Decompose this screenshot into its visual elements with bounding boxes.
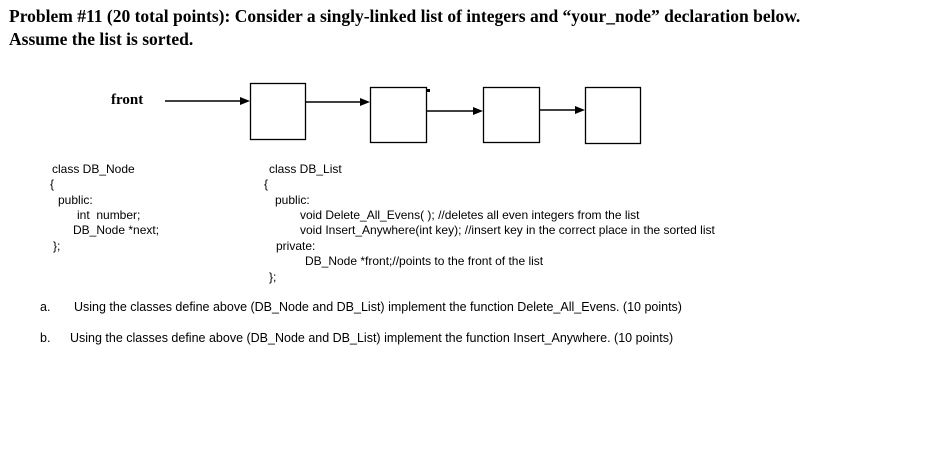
node-link-arrow-3 [540, 106, 585, 114]
problem-statement-line2: Assume the list is sorted. [9, 29, 194, 49]
db-node-public-label: public: [58, 193, 93, 207]
db-list-method-insert-anywhere: void Insert_Anywhere(int key); //insert … [300, 223, 715, 237]
db-list-class-header: class DB_List [269, 162, 342, 176]
question-b-label: b. [40, 331, 51, 345]
list-node-1 [249, 82, 307, 141]
db-node-member-next: DB_Node *next; [73, 223, 160, 237]
front-label: front [111, 92, 144, 108]
question-a-label: a. [40, 300, 51, 314]
db-list-close-brace: }; [269, 270, 277, 284]
front-arrow [165, 97, 250, 105]
db-node-member-number: int number; [77, 208, 141, 222]
db-node-class-header: class DB_Node [52, 162, 135, 176]
node-dot-marker [427, 89, 430, 92]
node-link-arrow-1 [306, 98, 370, 106]
db-list-private-label: private: [276, 239, 316, 253]
problem-statement-line1: Problem #11 (20 total points): Consider … [9, 6, 801, 26]
question-b-text: Using the classes define above (DB_Node … [70, 331, 674, 345]
list-node-4 [584, 86, 642, 145]
list-node-2 [369, 86, 428, 144]
list-node-3 [482, 86, 541, 144]
db-list-open-brace: { [264, 177, 269, 191]
db-list-method-delete-all-evens: void Delete_All_Evens( ); //deletes all … [300, 208, 640, 222]
node-link-arrow-2 [427, 107, 483, 115]
question-a-text: Using the classes define above (DB_Node … [74, 300, 682, 314]
db-list-member-front: DB_Node *front;//points to the front of … [305, 254, 544, 268]
db-list-public-label: public: [275, 193, 310, 207]
db-node-close-brace: }; [53, 239, 61, 253]
db-node-open-brace: { [50, 177, 55, 191]
